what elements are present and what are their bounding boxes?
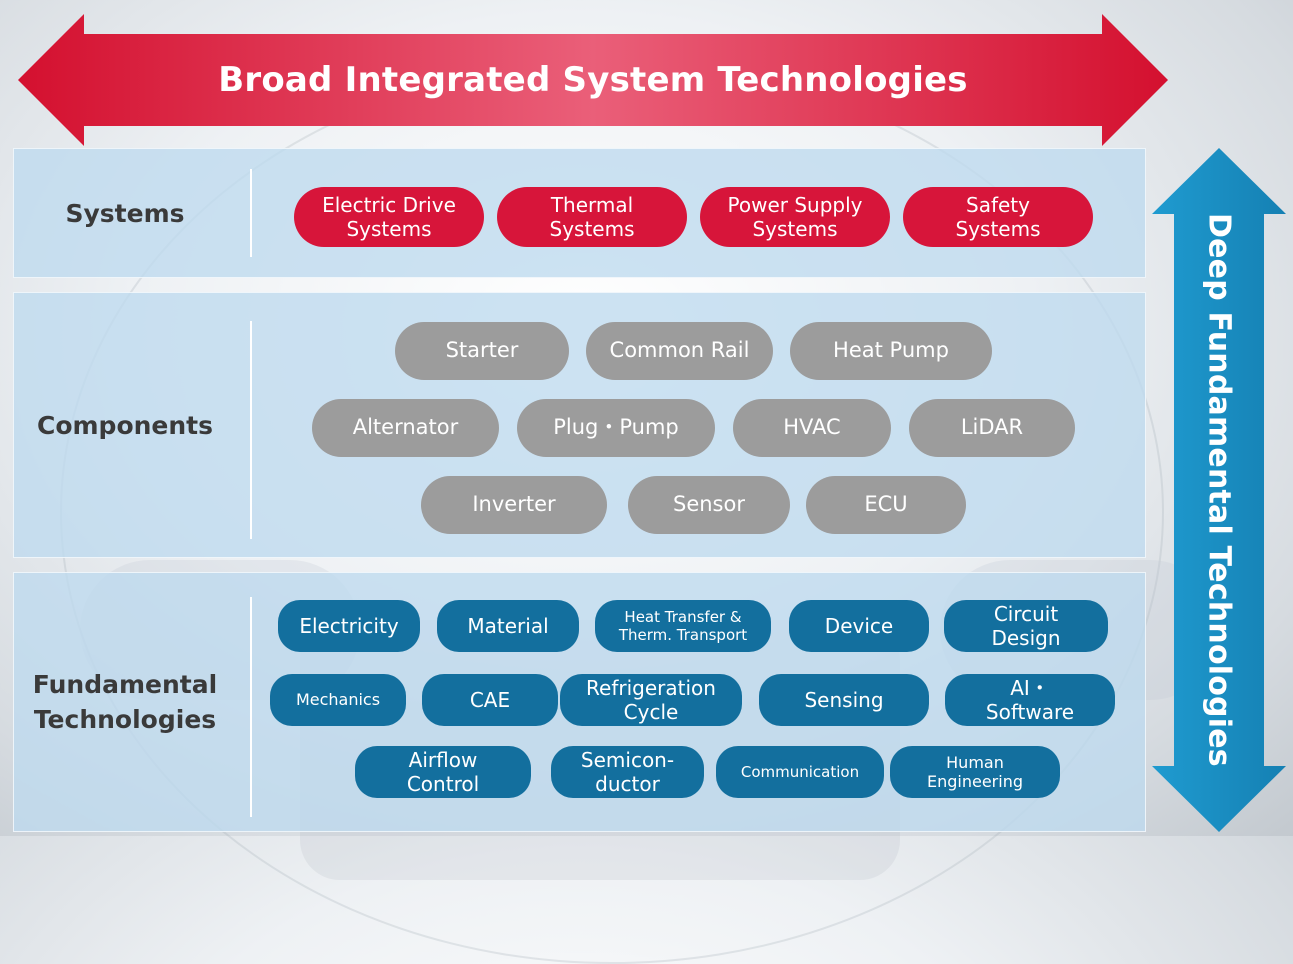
tech-semiconductor: Semicon- ductor	[551, 746, 704, 798]
tech-sensing: Sensing	[759, 674, 929, 726]
systems-panel: Systems Electric Drive Systems Thermal S…	[13, 148, 1146, 278]
component-inverter: Inverter	[421, 476, 607, 534]
system-safety: Safety Systems	[903, 187, 1093, 247]
component-hvac: HVAC	[733, 399, 891, 457]
components-label: Components	[36, 410, 214, 440]
tech-cae: CAE	[422, 674, 558, 726]
vertical-arrow-label: Deep Fundamental Technologies	[1201, 213, 1237, 767]
component-heat-pump: Heat Pump	[790, 322, 992, 380]
tech-refrigeration-cycle: Refrigeration Cycle	[560, 674, 742, 726]
components-panel: Components Starter Common Rail Heat Pump…	[13, 292, 1146, 558]
tech-human-engineering: Human Engineering	[890, 746, 1060, 798]
fundamental-divider	[250, 597, 252, 817]
horizontal-arrow-label: Broad Integrated System Technologies	[218, 60, 968, 100]
component-lidar: LiDAR	[909, 399, 1075, 457]
component-common-rail: Common Rail	[586, 322, 773, 380]
systems-divider	[250, 169, 252, 257]
tech-ai-software: AI・ Software	[945, 674, 1115, 726]
components-divider	[250, 321, 252, 539]
system-electric-drive: Electric Drive Systems	[294, 187, 484, 247]
tech-mechanics: Mechanics	[270, 674, 406, 726]
component-starter: Starter	[395, 322, 569, 380]
system-power-supply: Power Supply Systems	[700, 187, 890, 247]
tech-material: Material	[437, 600, 579, 652]
tech-electricity: Electricity	[278, 600, 420, 652]
tech-circuit-design: Circuit Design	[944, 600, 1108, 652]
fundamental-label: Fundamental Technologies	[32, 670, 218, 734]
vertical-double-arrow	[1152, 148, 1286, 832]
fundamental-panel: Fundamental Technologies Electricity Mat…	[13, 572, 1146, 832]
tech-device: Device	[789, 600, 929, 652]
component-sensor: Sensor	[628, 476, 790, 534]
tech-airflow-control: Airflow Control	[355, 746, 531, 798]
component-ecu: ECU	[806, 476, 966, 534]
horizontal-double-arrow	[18, 14, 1168, 146]
component-plug-pump: Plug・Pump	[517, 399, 715, 457]
tech-communication: Communication	[716, 746, 884, 798]
system-thermal: Thermal Systems	[497, 187, 687, 247]
tech-heat-transfer: Heat Transfer & Therm. Transport	[595, 600, 771, 652]
systems-label: Systems	[65, 198, 185, 228]
component-alternator: Alternator	[312, 399, 499, 457]
